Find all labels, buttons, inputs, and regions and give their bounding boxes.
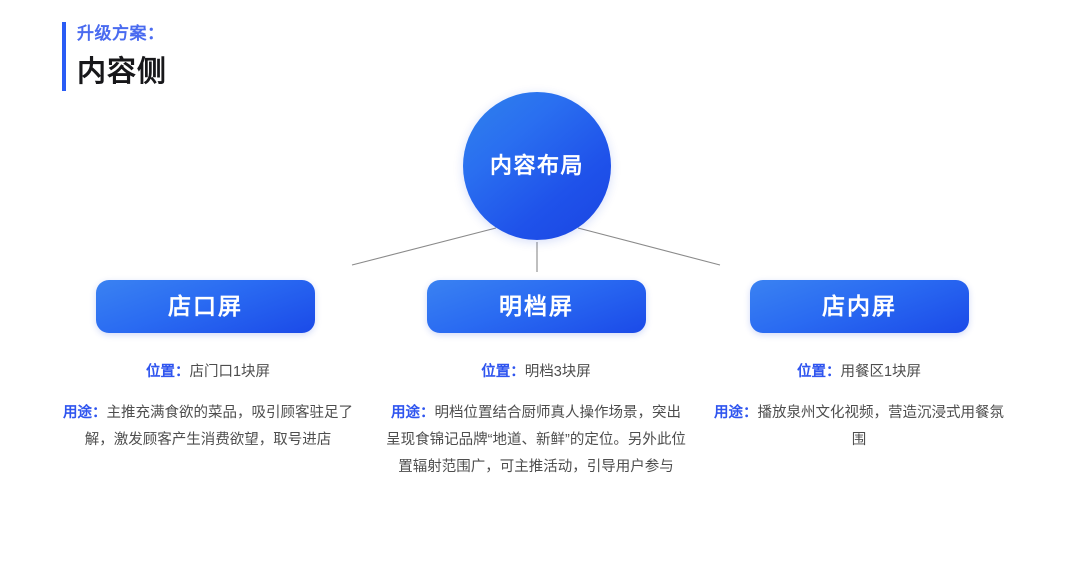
node-description-open-kitchen-screen: 位置：明档3块屏 用途：明档位置结合厨师真人操作场景，突出呈现食锦记品牌“地道、… — [386, 359, 686, 481]
description-position-line: 位置：明档3块屏 — [386, 359, 686, 386]
hub-node-content-layout[interactable]: 内容布局 — [463, 92, 611, 240]
node-box-label: 店内屏 — [822, 293, 897, 319]
header-eyebrow: 升级方案： — [77, 24, 165, 43]
purpose-label: 用途： — [714, 405, 758, 421]
position-label: 位置： — [796, 364, 841, 380]
description-purpose-line: 用途：主推充满食欲的菜品，吸引顾客驻足了解，激发顾客产生消费欲望，取号进店 — [58, 400, 358, 454]
hub-node-label: 内容布局 — [489, 153, 584, 178]
purpose-value: 明档位置结合厨师真人操作场景，突出呈现食锦记品牌“地道、新鲜”的定位。另外此位置… — [386, 405, 686, 475]
description-position-line: 位置：用餐区1块屏 — [709, 359, 1009, 386]
node-box-open-kitchen-screen[interactable]: 明档屏 — [427, 280, 646, 333]
node-box-label: 明档屏 — [499, 293, 574, 319]
description-purpose-line: 用途：明档位置结合厨师真人操作场景，突出呈现食锦记品牌“地道、新鲜”的定位。另外… — [386, 400, 686, 481]
purpose-label: 用途： — [63, 405, 107, 421]
purpose-value: 播放泉州文化视频，营造沉浸式用餐氛围 — [757, 405, 1005, 448]
node-box-storefront-screen[interactable]: 店口屏 — [96, 280, 315, 333]
purpose-label: 用途： — [391, 405, 435, 421]
position-value: 明档3块屏 — [524, 364, 591, 380]
position-label: 位置： — [481, 364, 525, 380]
description-position-line: 位置：店门口1块屏 — [58, 359, 358, 386]
slide-header: 升级方案： 内容侧 — [62, 22, 167, 91]
header-accent-bar — [62, 22, 66, 91]
position-value: 店门口1块屏 — [189, 364, 271, 380]
purpose-value: 主推充满食欲的菜品，吸引顾客驻足了解，激发顾客产生消费欲望，取号进店 — [84, 405, 353, 448]
description-purpose-line: 用途：播放泉州文化视频，营造沉浸式用餐氛围 — [709, 400, 1009, 454]
position-value: 用餐区1块屏 — [840, 364, 922, 380]
node-description-storefront-screen: 位置：店门口1块屏 用途：主推充满食欲的菜品，吸引顾客驻足了解，激发顾客产生消费… — [58, 359, 358, 454]
connector-left — [351, 227, 497, 266]
page-title: 内容侧 — [77, 56, 168, 88]
header-text-group: 升级方案： 内容侧 — [77, 22, 167, 91]
node-description-indoor-screen: 位置：用餐区1块屏 用途：播放泉州文化视频，营造沉浸式用餐氛围 — [709, 359, 1009, 454]
node-box-label: 店口屏 — [168, 293, 243, 319]
connector-right — [577, 227, 721, 266]
node-box-indoor-screen[interactable]: 店内屏 — [750, 280, 969, 333]
position-label: 位置： — [145, 364, 190, 380]
